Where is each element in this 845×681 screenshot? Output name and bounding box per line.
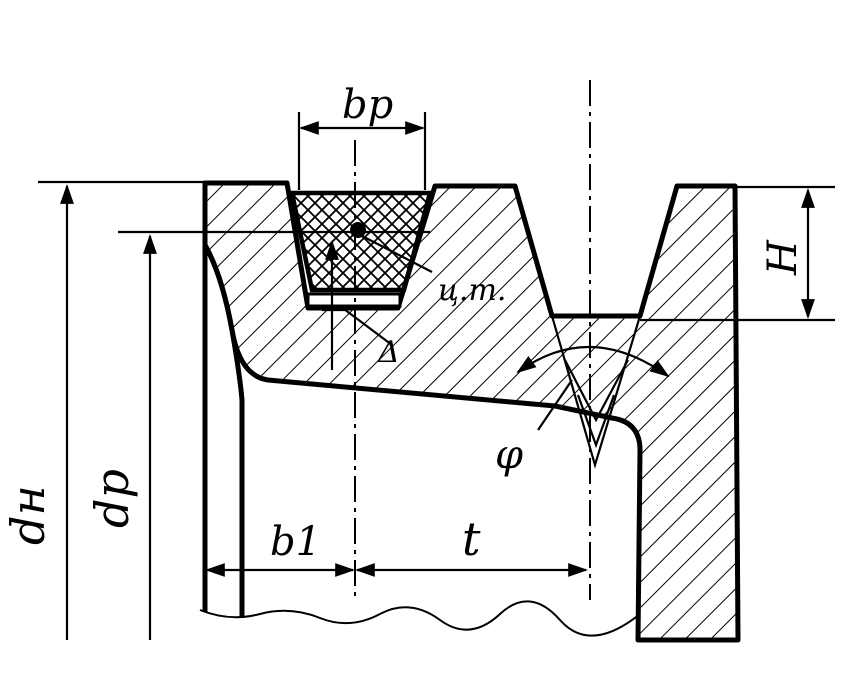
label-b1: b1 bbox=[270, 519, 321, 565]
label-h: H bbox=[760, 239, 806, 276]
wedge-inner-lines bbox=[564, 359, 629, 449]
label-dp: dp bbox=[85, 469, 139, 528]
label-dn: dн bbox=[1, 485, 55, 545]
break-line bbox=[199, 600, 641, 637]
label-t: t bbox=[462, 512, 481, 566]
centroid-leader bbox=[361, 235, 433, 273]
label-phi: φ bbox=[495, 432, 523, 478]
belt-section bbox=[289, 190, 433, 293]
delta-leader bbox=[339, 305, 393, 346]
label-delta: Δ bbox=[377, 335, 400, 370]
pulley-web-left bbox=[202, 243, 245, 618]
label-centroid: ц.т. bbox=[438, 273, 506, 308]
angle-phi-leader bbox=[537, 379, 573, 431]
angle-phi-arc bbox=[516, 345, 670, 378]
label-bp: bp bbox=[342, 82, 393, 128]
pulley-rim-section bbox=[202, 180, 741, 643]
